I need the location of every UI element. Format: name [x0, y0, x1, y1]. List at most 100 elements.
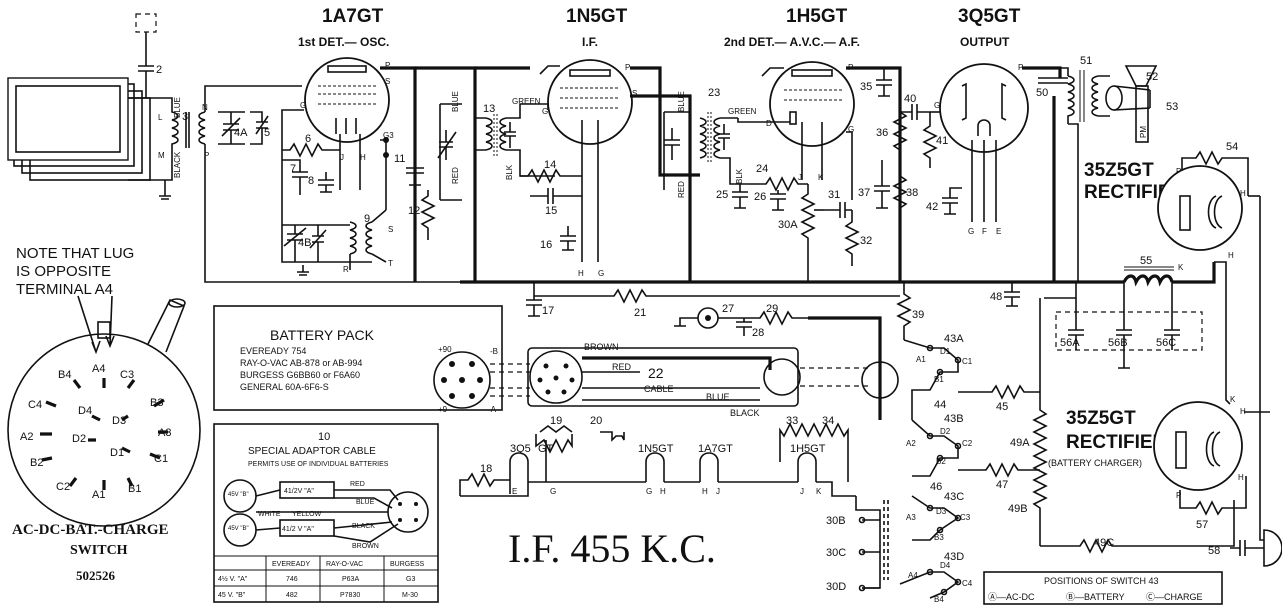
m-label: M	[158, 151, 165, 160]
c42-capacitor	[942, 187, 962, 215]
if-frequency: I.F. 455 K.C.	[508, 526, 716, 571]
adaptor-black: BLACK	[352, 523, 375, 530]
table-r1-c3: M-30	[402, 592, 418, 599]
pin-s1: S	[385, 77, 390, 86]
pin-g2: G	[542, 107, 548, 116]
c14-label: 14	[544, 159, 556, 171]
battery-pack-title: BATTERY PACK	[270, 327, 375, 343]
note-line-2: IS OPPOSITE	[16, 263, 111, 280]
fil-gt: GT	[538, 443, 554, 455]
r30a-volume	[800, 184, 824, 282]
tube-3q5gt	[939, 63, 1029, 222]
c42-label: 42	[926, 201, 938, 213]
c4a-variable-capacitor	[218, 111, 269, 145]
c41-label: 41	[936, 135, 948, 147]
r38-resistor	[892, 160, 908, 220]
rectifier-1-name: 35Z5GT	[1084, 160, 1154, 181]
c33-label: 33	[786, 415, 798, 427]
cable-black: BLACK	[730, 408, 760, 418]
table-r0-c1: 746	[286, 576, 298, 583]
adaptor-blue: BLUE	[356, 499, 375, 506]
c11-capacitor	[406, 150, 424, 186]
l-label: L	[158, 113, 163, 122]
sw-a2: A2	[20, 431, 33, 443]
c4a-label: 4A	[234, 127, 248, 139]
adaptor-subtitle: PERMITS USE OF INDIVIDUAL BATTERIES	[248, 461, 389, 468]
c3-label: 3	[182, 111, 188, 123]
adaptor-red: RED	[350, 481, 365, 488]
sw43c-d3: D3	[936, 507, 947, 516]
switch-43b	[911, 419, 962, 477]
c18-label: 18	[480, 463, 492, 475]
sw43c-a3: A3	[906, 513, 916, 522]
c51-label: 51	[1080, 55, 1092, 67]
table-r1-c0: 45 V. "B"	[218, 592, 246, 599]
note-line-3: TERMINAL A4	[16, 281, 113, 298]
s2-label: S	[388, 225, 393, 234]
filament-string	[459, 422, 856, 497]
blue-wire-label: BLUE	[173, 97, 182, 118]
c50-label: 50	[1036, 87, 1048, 99]
adaptor-white: WHITE	[258, 511, 281, 518]
table-r0-c0: 4½ V. "A"	[218, 575, 248, 583]
sw-b2: B2	[30, 457, 43, 469]
r6-resistor	[282, 142, 340, 158]
r39-resistor	[896, 282, 912, 340]
c43d-label: 43D	[944, 551, 964, 563]
cable-22	[490, 347, 899, 407]
antenna-terminal	[135, 13, 157, 98]
c11-label: 11	[394, 153, 405, 165]
rectifier-2-sub: (BATTERY CHARGER)	[1048, 458, 1142, 468]
c35-capacitor	[876, 68, 892, 97]
speaker-52	[1105, 65, 1158, 143]
if-transformer-1	[437, 103, 462, 201]
c37-label: 37	[858, 187, 870, 199]
r49-divider	[1032, 298, 1235, 554]
c34-label: 34	[822, 415, 834, 427]
battery-pack-box	[213, 305, 503, 411]
pin-p4: P	[1018, 63, 1023, 72]
sw-a1: A1	[92, 489, 105, 501]
c49a-label: 49A	[1010, 437, 1030, 449]
c38-label: 38	[906, 187, 918, 199]
c43b-label: 43B	[944, 413, 964, 425]
adaptor-b45b: 45V "B"	[228, 526, 249, 532]
rf-bottom-wire	[204, 144, 460, 283]
switch-caption-2: SWITCH	[70, 543, 128, 558]
fil-j2: J	[800, 487, 804, 496]
c29-label: 29	[766, 303, 778, 315]
pin-rp: P	[1176, 167, 1181, 176]
switch-position-c: Ⓒ—CHARGE	[1146, 592, 1203, 602]
c32-label: 32	[860, 235, 872, 247]
c23-label: 23	[708, 87, 720, 99]
note-line-1: NOTE THAT LUG	[16, 245, 134, 262]
c58-capacitor	[1230, 529, 1282, 567]
c30d-label: 30D	[826, 581, 846, 593]
c16-label: 16	[540, 239, 552, 251]
if-coil-13	[475, 104, 521, 162]
sw-c4: C4	[28, 399, 42, 411]
sw43c-c3: C3	[960, 513, 971, 522]
conn-aminus: -A	[488, 405, 497, 414]
c36-label: 36	[876, 127, 888, 139]
sw43b-a2: A2	[906, 439, 916, 448]
blue-wire-2: BLUE	[451, 91, 460, 112]
switch-43a	[903, 339, 962, 420]
pin-h1: H	[360, 153, 366, 162]
table-r0-c2: P63A	[342, 576, 359, 583]
tube-1a7gt-function: 1st DET.— OSC.	[298, 35, 389, 49]
c40-label: 40	[904, 93, 916, 105]
pin-g-out: G	[968, 227, 974, 236]
pin-j1: J	[340, 153, 344, 162]
c50-capacitor	[1038, 77, 1068, 84]
pm-label: PM	[1139, 126, 1148, 138]
table-header-3: BURGESS	[390, 561, 425, 568]
c26-label: 26	[754, 191, 766, 203]
r47-resistor	[958, 462, 1040, 478]
cable-red: RED	[612, 362, 632, 372]
pin-h2: H	[578, 269, 584, 278]
ac-line-right	[1214, 196, 1264, 541]
sw43c-b3: B3	[934, 533, 944, 542]
c52-label: 52	[1146, 71, 1158, 83]
